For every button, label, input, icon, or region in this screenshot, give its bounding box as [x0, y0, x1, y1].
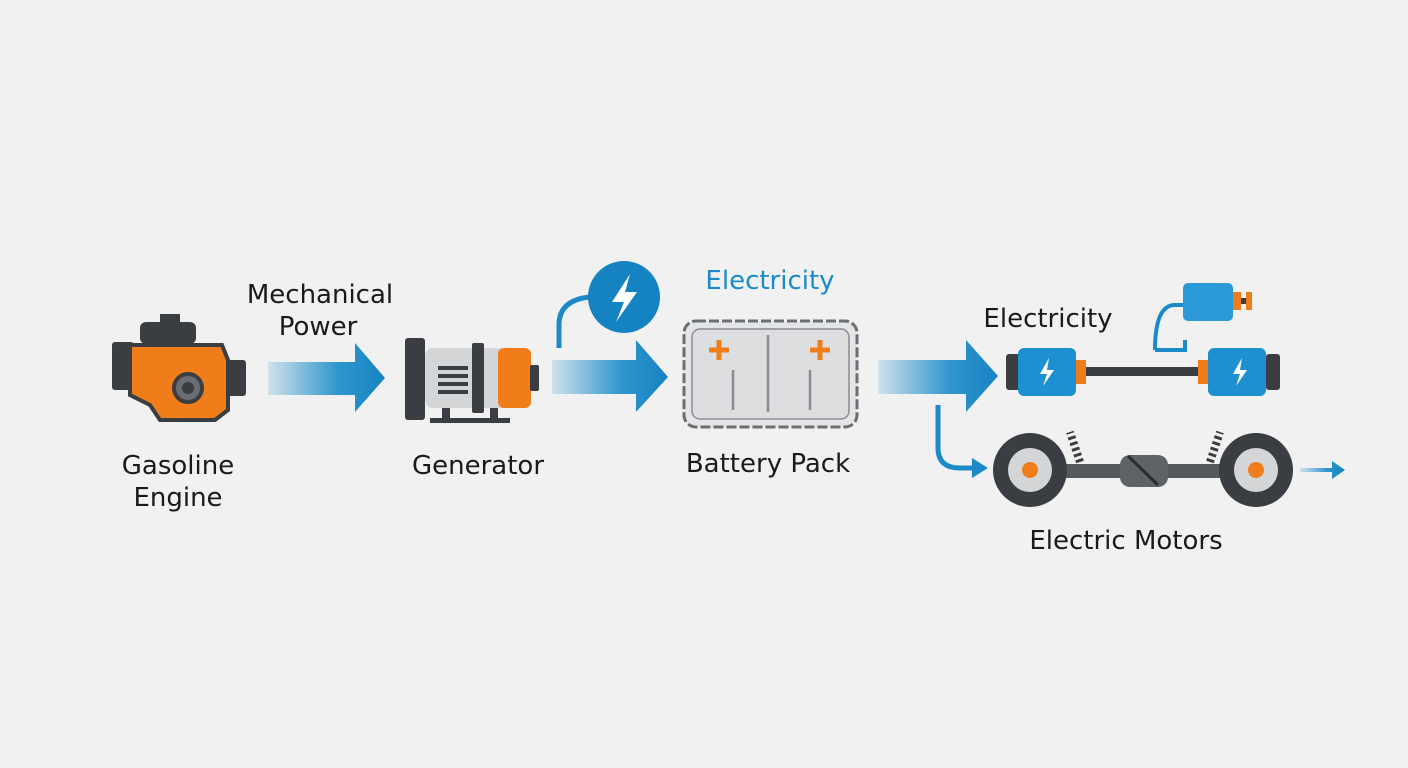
mechanical-power-arrow — [268, 343, 385, 412]
battery-label: Battery Pack — [686, 449, 850, 479]
engine-label-line2: Engine — [133, 483, 222, 513]
generator-icon — [405, 338, 539, 423]
electric-motor-icon — [1006, 283, 1280, 396]
generator-label: Generator — [412, 451, 544, 481]
electricity-label-top: Electricity — [705, 266, 834, 296]
electricity-arrow-to-motors — [878, 340, 998, 412]
electricity-label-right: Electricity — [983, 304, 1112, 334]
output-arrow — [1300, 461, 1345, 479]
bolt-connector-line — [556, 294, 591, 348]
engine-icon — [112, 314, 246, 422]
branch-arrow-to-wheels — [935, 405, 972, 471]
wheel-axle-icon — [993, 430, 1293, 507]
engine-label-line1: Gasoline — [122, 451, 234, 481]
lightning-bolt-icon — [588, 261, 660, 333]
mechanical-power-line2: Power — [279, 312, 358, 342]
battery-icon — [682, 319, 859, 429]
mechanical-power-line1: Mechanical — [247, 280, 393, 310]
electricity-arrow-to-battery — [552, 340, 668, 412]
motors-label: Electric Motors — [1029, 526, 1222, 556]
